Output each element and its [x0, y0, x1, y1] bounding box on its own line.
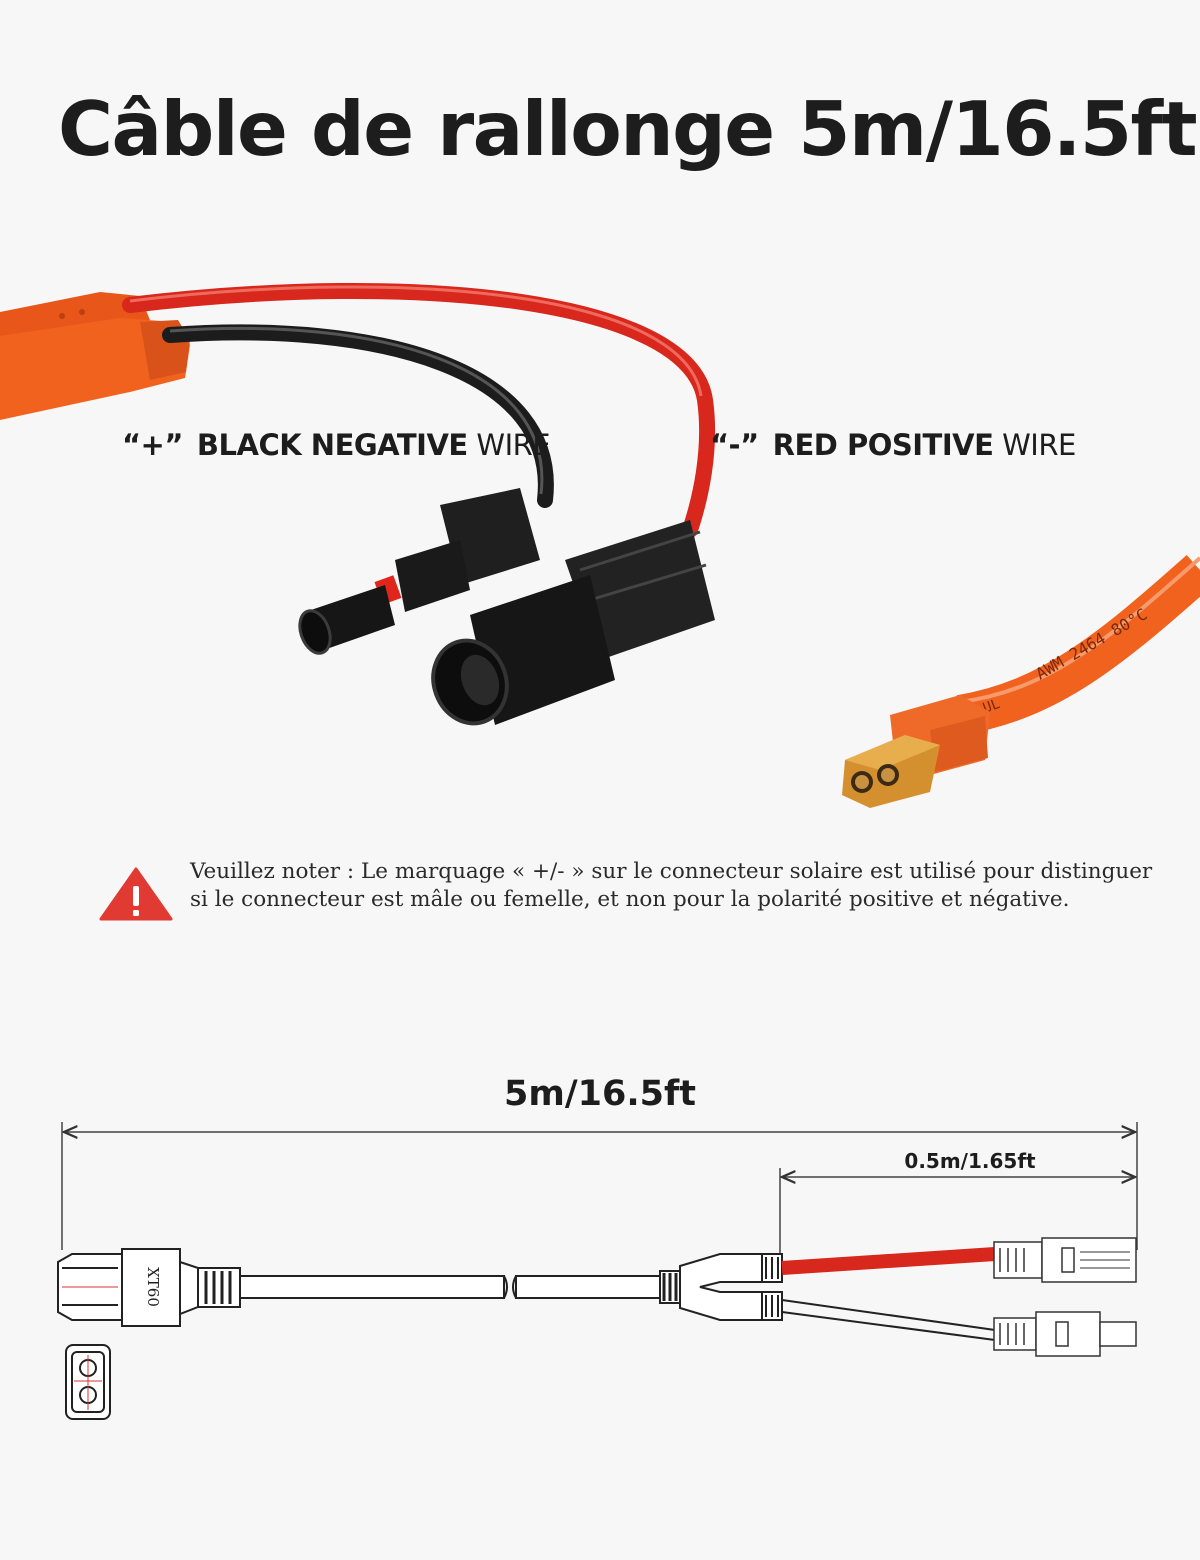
black-wire-label: “+” BLACK NEGATIVE WIRE: [122, 428, 551, 462]
red-branch-wire: [781, 1247, 996, 1275]
black-wire: [162, 324, 554, 508]
black-wire-title: BLACK NEGATIVE: [196, 428, 468, 462]
main-cable-drawing: [239, 1275, 661, 1299]
black-wire-suffix: WIRE: [476, 428, 551, 462]
red-wire-suffix: WIRE: [1002, 428, 1076, 462]
note-line-1: Veuillez noter : Le marquage « +/- » sur…: [190, 859, 1153, 884]
total-length-label: 5m/16.5ft: [504, 1074, 696, 1114]
polarity-note: Veuillez noter : Le marquage « +/- » sur…: [190, 858, 1190, 914]
xt60-plug-photo: [842, 695, 990, 808]
xt60-body-label: XT60: [144, 1267, 162, 1307]
xt60-face-drawing: [65, 1344, 111, 1420]
branch-dimension-line: [779, 1168, 1135, 1255]
mc4-male-drawing: [993, 1311, 1137, 1357]
xt60-connector-drawing: [57, 1248, 241, 1327]
mc4-female-drawing: [993, 1237, 1137, 1283]
total-dimension-line: [61, 1122, 1138, 1250]
product-photo: AWM 2464 80°C UL: [0, 282, 1200, 808]
mc4-connector-female: [431, 520, 715, 726]
black-wire-symbol: “+”: [122, 428, 183, 462]
red-wire-title: RED POSITIVE: [772, 428, 994, 462]
warning-icon: [99, 867, 173, 921]
page-title: Câble de rallonge 5m/16.5ft: [58, 85, 1198, 173]
red-wire: [122, 282, 716, 538]
red-wire-symbol: “-”: [710, 428, 759, 462]
mc4-connector-male: [298, 488, 540, 655]
y-splitter-housing: [0, 292, 190, 420]
note-line-2: si le connecteur est mâle ou femelle, et…: [190, 887, 1070, 912]
red-wire-label: “-” RED POSITIVE WIRE: [710, 428, 1076, 462]
orange-trunk-cable: [956, 555, 1200, 735]
branch-length-label: 0.5m/1.65ft: [904, 1149, 1036, 1173]
y-splitter-drawing: [659, 1253, 783, 1321]
